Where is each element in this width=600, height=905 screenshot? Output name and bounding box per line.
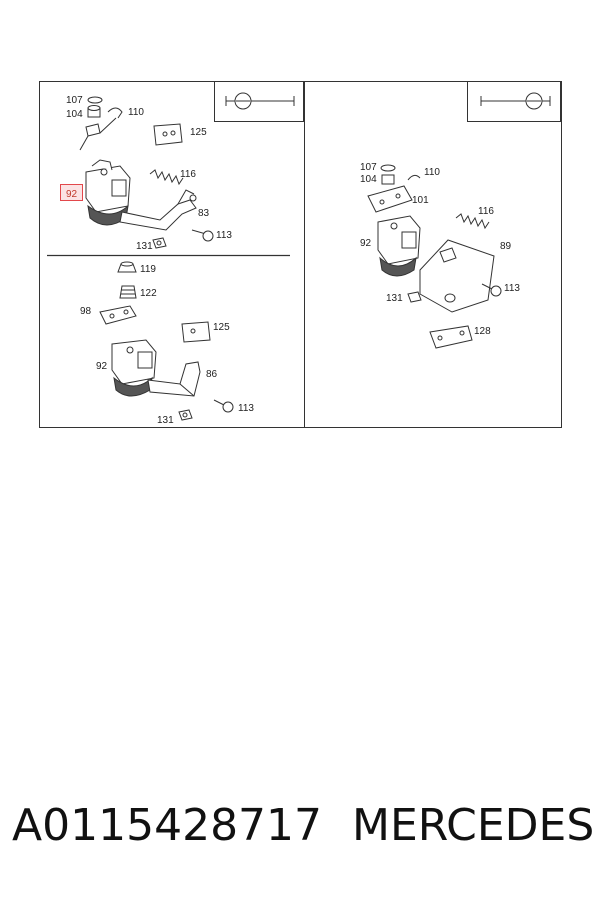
callout-125: 125 bbox=[190, 127, 207, 138]
callout-131-bottom: 131 bbox=[157, 415, 174, 426]
callout-104-right: 104 bbox=[360, 174, 377, 185]
plate-101 bbox=[367, 185, 413, 213]
callout-128-right: 128 bbox=[474, 326, 491, 337]
callout-113-bottom: 113 bbox=[238, 403, 254, 414]
callout-86: 86 bbox=[206, 369, 218, 380]
callout-116: 116 bbox=[180, 169, 196, 180]
brand-name: MERCEDES bbox=[352, 800, 595, 851]
bracket-125 bbox=[153, 123, 183, 146]
spring-116 bbox=[149, 169, 184, 186]
callout-92-right: 92 bbox=[360, 238, 372, 249]
callout-104: 104 bbox=[66, 109, 83, 120]
clip-110 bbox=[107, 107, 123, 119]
bolt-113-top bbox=[191, 229, 214, 242]
part-number: A0115428717 bbox=[12, 800, 323, 851]
nut-104-right bbox=[381, 174, 395, 185]
nut-131-top bbox=[152, 237, 167, 249]
bracket-128 bbox=[429, 325, 473, 349]
callout-119: 119 bbox=[140, 264, 156, 275]
callout-131: 131 bbox=[136, 241, 153, 252]
callout-83: 83 bbox=[198, 208, 210, 219]
callout-113-right: 113 bbox=[504, 283, 520, 294]
callout-110: 110 bbox=[128, 107, 144, 118]
callout-98: 98 bbox=[80, 306, 92, 317]
callout-107-right: 107 bbox=[360, 162, 377, 173]
callout-92-highlighted: 92 bbox=[66, 189, 78, 200]
orientation-box-right bbox=[467, 81, 561, 122]
engine-mount-92-right bbox=[377, 215, 421, 277]
bolt-113-bottom bbox=[213, 399, 234, 413]
highlight-box-92 bbox=[60, 184, 83, 201]
callout-116-right: 116 bbox=[478, 206, 494, 217]
callout-92-bottom: 92 bbox=[96, 361, 108, 372]
orientation-box-left bbox=[214, 81, 304, 122]
washer-107 bbox=[87, 96, 103, 104]
product-caption: A0115428717 MERCEDES bbox=[0, 800, 600, 860]
callout-131-right: 131 bbox=[386, 293, 403, 304]
nut-119 bbox=[117, 261, 137, 273]
bolt-113-right bbox=[481, 283, 502, 297]
callout-122: 122 bbox=[140, 288, 157, 299]
engine-mount-92-bottom bbox=[111, 339, 157, 397]
bracket-125-bottom bbox=[181, 321, 211, 343]
bracket-86 bbox=[147, 361, 201, 397]
plate-98 bbox=[99, 305, 137, 325]
callout-89-right: 89 bbox=[500, 241, 512, 252]
clip-110-right bbox=[407, 174, 421, 181]
engine-mount-92-top bbox=[85, 159, 131, 226]
callout-110-right: 110 bbox=[424, 167, 440, 178]
bump-stop-122 bbox=[119, 285, 137, 299]
nut-104 bbox=[87, 105, 101, 118]
spring-116-right bbox=[455, 213, 490, 230]
callout-107: 107 bbox=[66, 95, 83, 106]
bracket-link bbox=[79, 117, 117, 151]
bracket-89 bbox=[419, 239, 495, 313]
callout-113: 113 bbox=[216, 230, 232, 241]
callout-125-bottom: 125 bbox=[213, 322, 230, 333]
callout-101-right: 101 bbox=[412, 195, 429, 206]
nut-131-bottom bbox=[178, 409, 193, 421]
bracket-83 bbox=[119, 189, 197, 231]
nut-131-right bbox=[407, 291, 422, 303]
washer-107-right bbox=[380, 164, 396, 172]
